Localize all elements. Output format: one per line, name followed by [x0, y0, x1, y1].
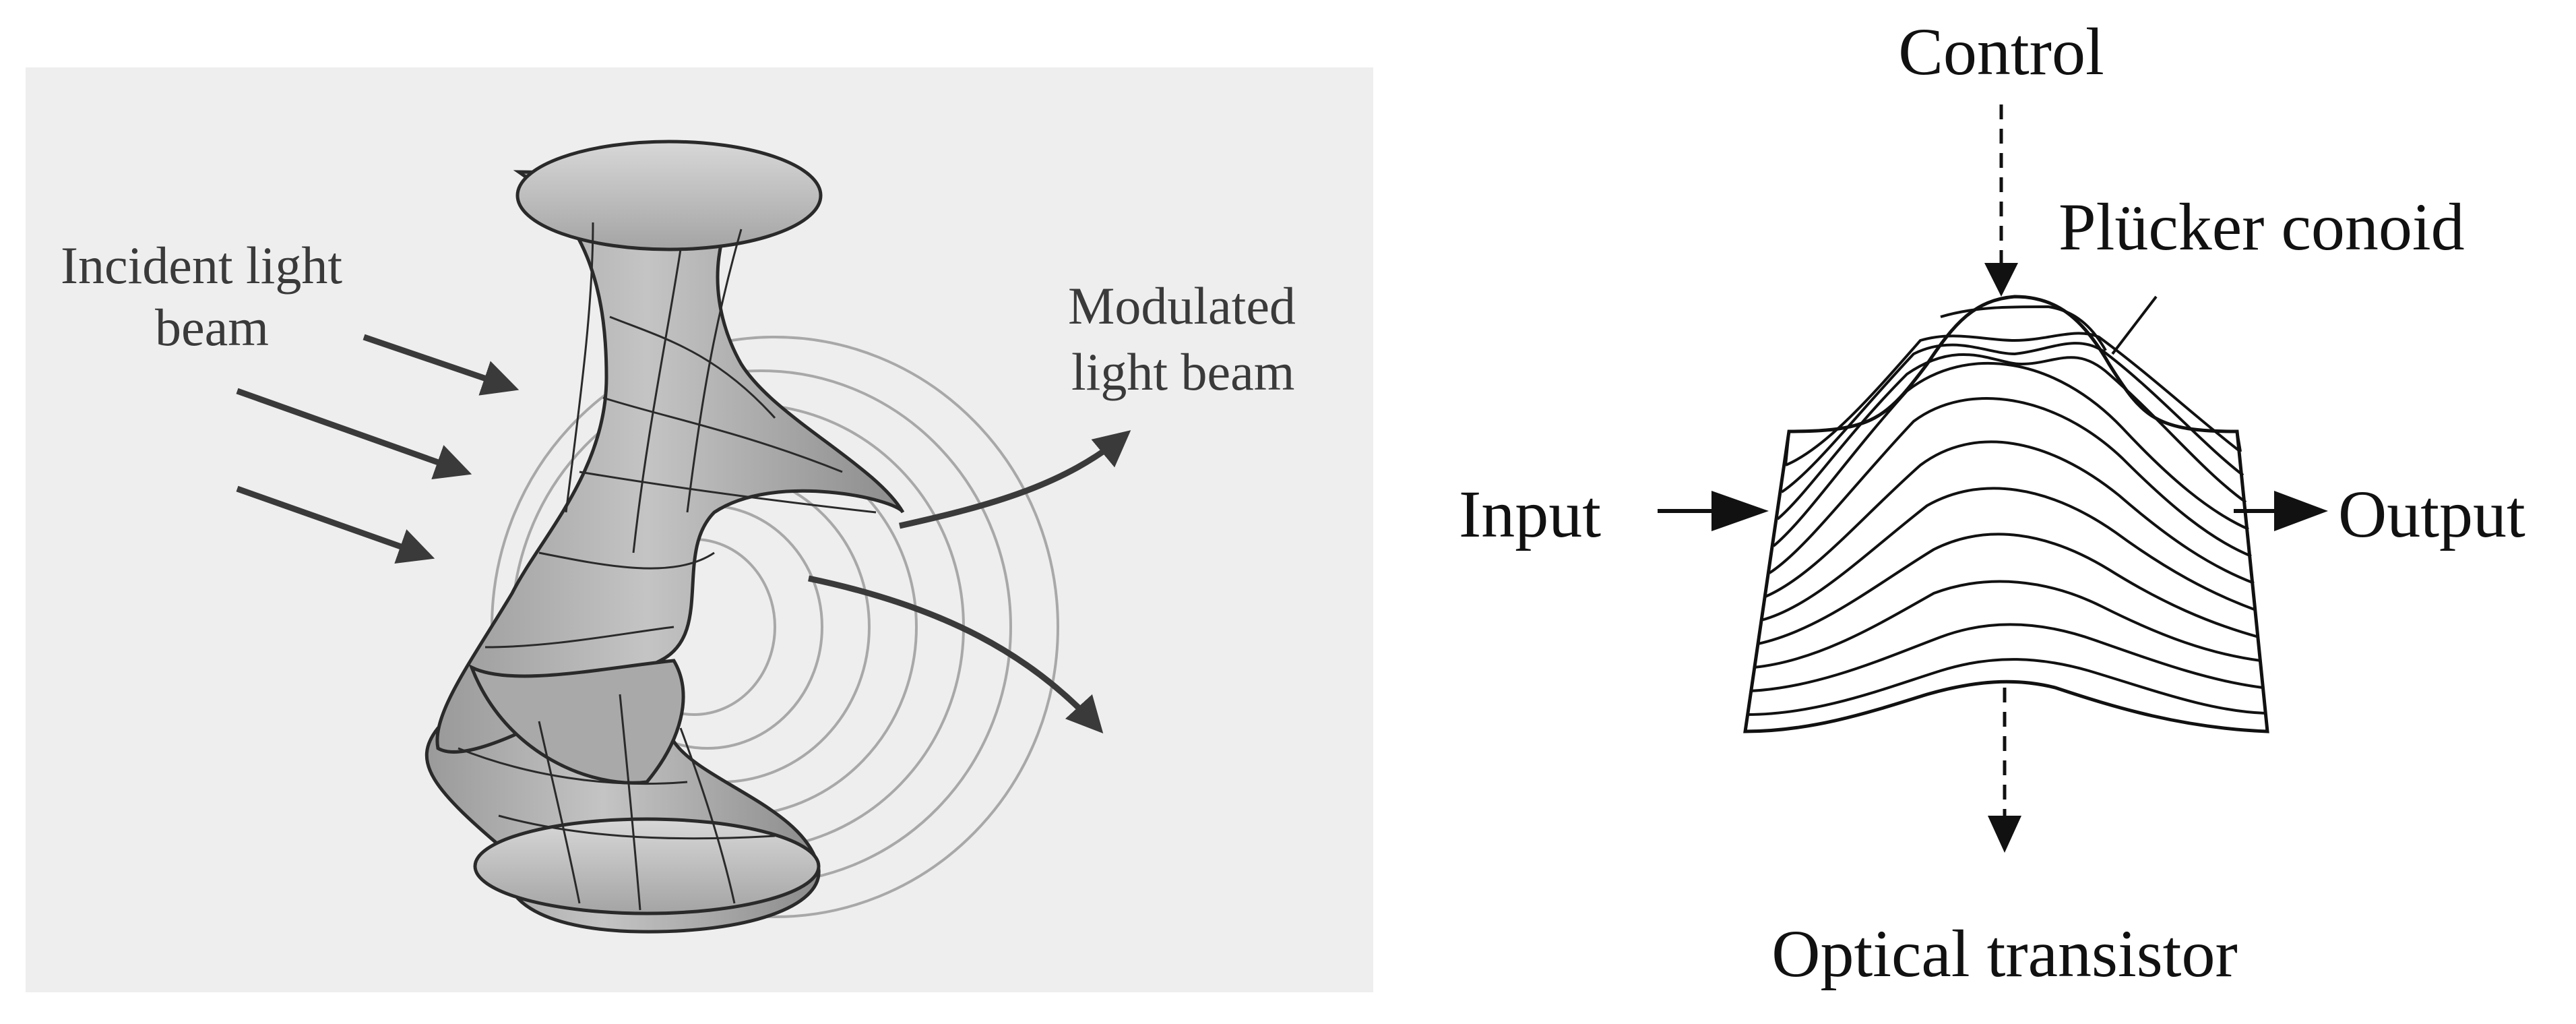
input-label: Input	[1459, 477, 1601, 551]
left-panel: Incident light beam Modulated light beam	[26, 67, 1373, 992]
output-label: Output	[2338, 477, 2525, 551]
modulated-label-line1: Modulated	[1068, 276, 1296, 335]
surface-top-rim	[515, 140, 823, 251]
surface-fold	[468, 659, 685, 785]
conoid-label: Plücker conoid	[2059, 189, 2465, 264]
output-arrow	[2234, 491, 2328, 531]
conoid-contours	[1746, 305, 2266, 716]
incident-label-line1: Incident light	[61, 236, 342, 295]
right-labels: Control Plücker conoid Input Output Opti…	[1459, 14, 2525, 991]
incident-arrow-2	[236, 388, 472, 479]
transistor-arrow-head	[1988, 816, 2021, 853]
control-label: Control	[1898, 14, 2104, 89]
modulated-label-line2: light beam	[1071, 342, 1294, 401]
right-panel: Control Plücker conoid Input Output Opti…	[1459, 14, 2525, 991]
incident-arrow-3	[236, 485, 435, 564]
input-arrow-head	[1711, 491, 1769, 531]
surface-bottom-rim	[473, 817, 821, 915]
incident-arrow-1	[363, 334, 520, 396]
control-arrow	[1984, 104, 2018, 297]
modulated-arrow-upper	[899, 430, 1131, 529]
input-arrow	[1658, 491, 1769, 531]
incident-arrows	[236, 334, 520, 564]
surface-grid-lines	[458, 222, 877, 911]
transistor-arrow	[1988, 688, 2021, 853]
modulated-arrow-lower	[808, 575, 1104, 733]
conoid-leader-line	[2111, 295, 2158, 355]
modulated-arrows	[808, 430, 1131, 733]
output-arrow-head	[2274, 491, 2328, 531]
transistor-caption: Optical transistor	[1771, 916, 2238, 991]
left-labels: Incident light beam Modulated light beam	[61, 236, 1296, 401]
incident-label-line2: beam	[155, 298, 269, 357]
control-arrow-head	[1984, 263, 2018, 297]
